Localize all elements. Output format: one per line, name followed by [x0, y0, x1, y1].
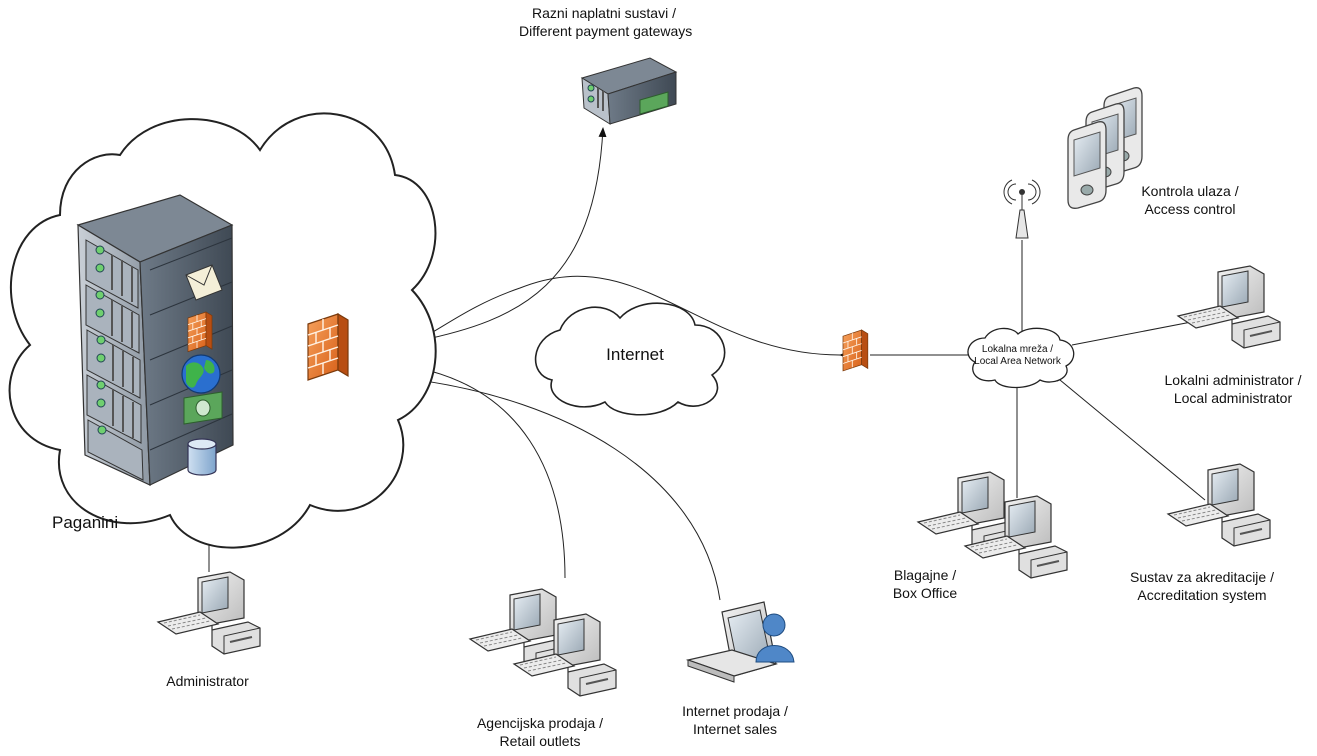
globe-icon: [181, 354, 221, 394]
workstation-icon: [157, 571, 261, 655]
user-icon: [755, 613, 795, 663]
cloud-icon: [967, 327, 1075, 389]
laptop-icon: [685, 601, 779, 683]
database-icon: [187, 438, 217, 476]
cloud-icon: [534, 302, 726, 416]
mail-icon: [185, 264, 223, 301]
lan-label: Lokalna mreža / Local Area Network: [974, 344, 1061, 367]
antenna-icon: [1003, 179, 1041, 239]
administrator-label: Administrator: [166, 673, 249, 689]
box-office-label: Blagajne / Box Office: [892, 567, 958, 601]
accreditation-system-label: Sustav za akreditacije / Accreditation s…: [1130, 569, 1274, 603]
workstation-icon: [1167, 463, 1271, 547]
payment-gateways-label: Razni naplatni sustavi / Different payme…: [519, 5, 693, 39]
server-icon: [580, 57, 678, 125]
firewall-icon: [307, 313, 349, 381]
server-rack-icon: [76, 194, 234, 486]
workstation-icon: [1177, 265, 1281, 349]
connectors: [208, 127, 1213, 601]
internet-sales-label: Internet prodaja / Internet sales: [682, 703, 788, 737]
firewall-small-icon: [187, 311, 213, 353]
paganini-label: Paganini: [52, 513, 119, 532]
retail-outlets-label: Agencijska prodaja / Retail outlets: [476, 715, 604, 749]
firewall-icon: [842, 329, 869, 372]
internet-label: Internet: [606, 345, 664, 364]
access-control-label: Kontrola ulaza / Access control: [1141, 183, 1239, 217]
local-administrator-label: Lokalni administrator / Local administra…: [1164, 372, 1302, 406]
money-icon: [183, 391, 223, 425]
